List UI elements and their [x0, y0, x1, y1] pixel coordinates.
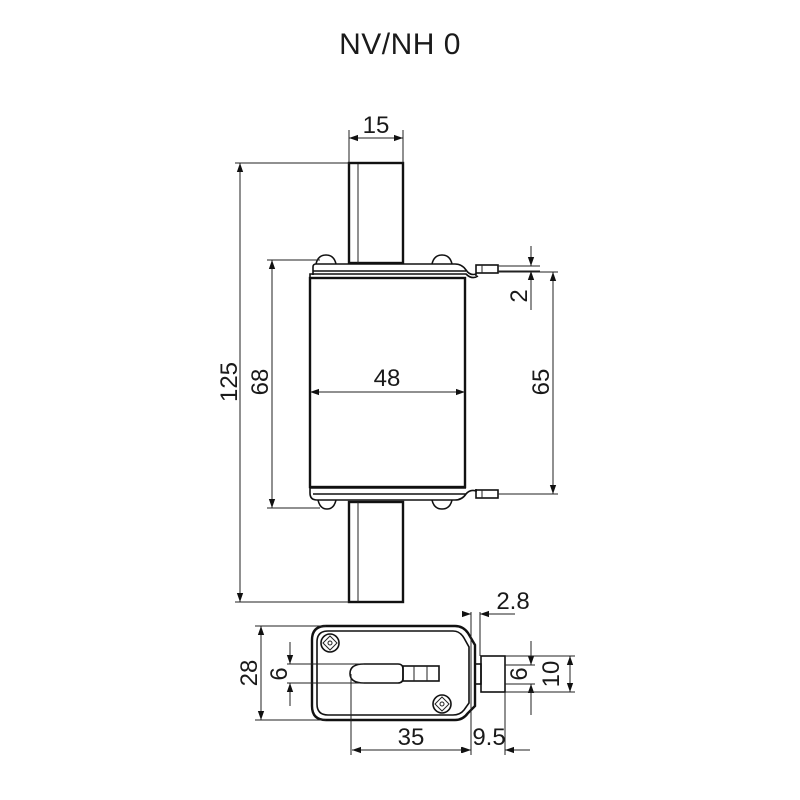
svg-text:2.8: 2.8: [496, 588, 529, 615]
svg-text:6: 6: [266, 667, 293, 680]
svg-text:9.5: 9.5: [472, 724, 505, 751]
top-cap-plate: [309, 254, 499, 279]
svg-text:65: 65: [528, 369, 555, 396]
dim-overall-height: 125: [216, 162, 349, 603]
bottom-cap-plate: [309, 487, 499, 510]
rivet-icon: [317, 499, 337, 510]
dim-tab-outer: 10: [505, 655, 575, 693]
svg-text:35: 35: [398, 724, 425, 751]
top-view: 28 6 35 9.5 2.8: [236, 588, 575, 755]
front-view: 15 125 68 48 65: [216, 112, 558, 604]
drawing-title: NV/NH 0: [339, 28, 461, 61]
dim-tab-spacing: 65: [498, 271, 558, 495]
rivet-icon: [431, 499, 453, 510]
dim-tab-offset: 9.5: [455, 612, 530, 755]
svg-text:28: 28: [236, 660, 263, 687]
svg-text:48: 48: [374, 365, 401, 392]
top-blade: [347, 161, 405, 265]
indicator-slot: [349, 663, 440, 684]
dim-tab-gap: 2.8: [462, 588, 530, 656]
dim-tab-inner: 6: [505, 641, 535, 715]
dim-tab-thickness: 2: [498, 246, 540, 310]
svg-text:6: 6: [506, 667, 533, 680]
svg-text:125: 125: [216, 362, 243, 402]
dim-slot-to-edge: 35: [350, 674, 470, 755]
svg-text:10: 10: [538, 661, 565, 688]
fuse-body: [308, 276, 467, 489]
dim-body-width: 48: [310, 365, 465, 396]
screw-icon: [432, 694, 452, 714]
svg-text:15: 15: [363, 112, 390, 139]
svg-text:68: 68: [247, 369, 274, 396]
dim-blade-width: 15: [348, 112, 404, 163]
screw-icon: [320, 633, 340, 653]
svg-text:2: 2: [506, 289, 533, 302]
bottom-blade: [347, 500, 405, 604]
dim-body-height: 68: [247, 259, 320, 509]
top-view-tab: [474, 655, 506, 693]
rivet-icon: [431, 254, 453, 265]
dim-depth: 28: [236, 625, 326, 721]
top-view-body: [310, 624, 477, 722]
dim-slot-height: 6: [266, 642, 364, 706]
